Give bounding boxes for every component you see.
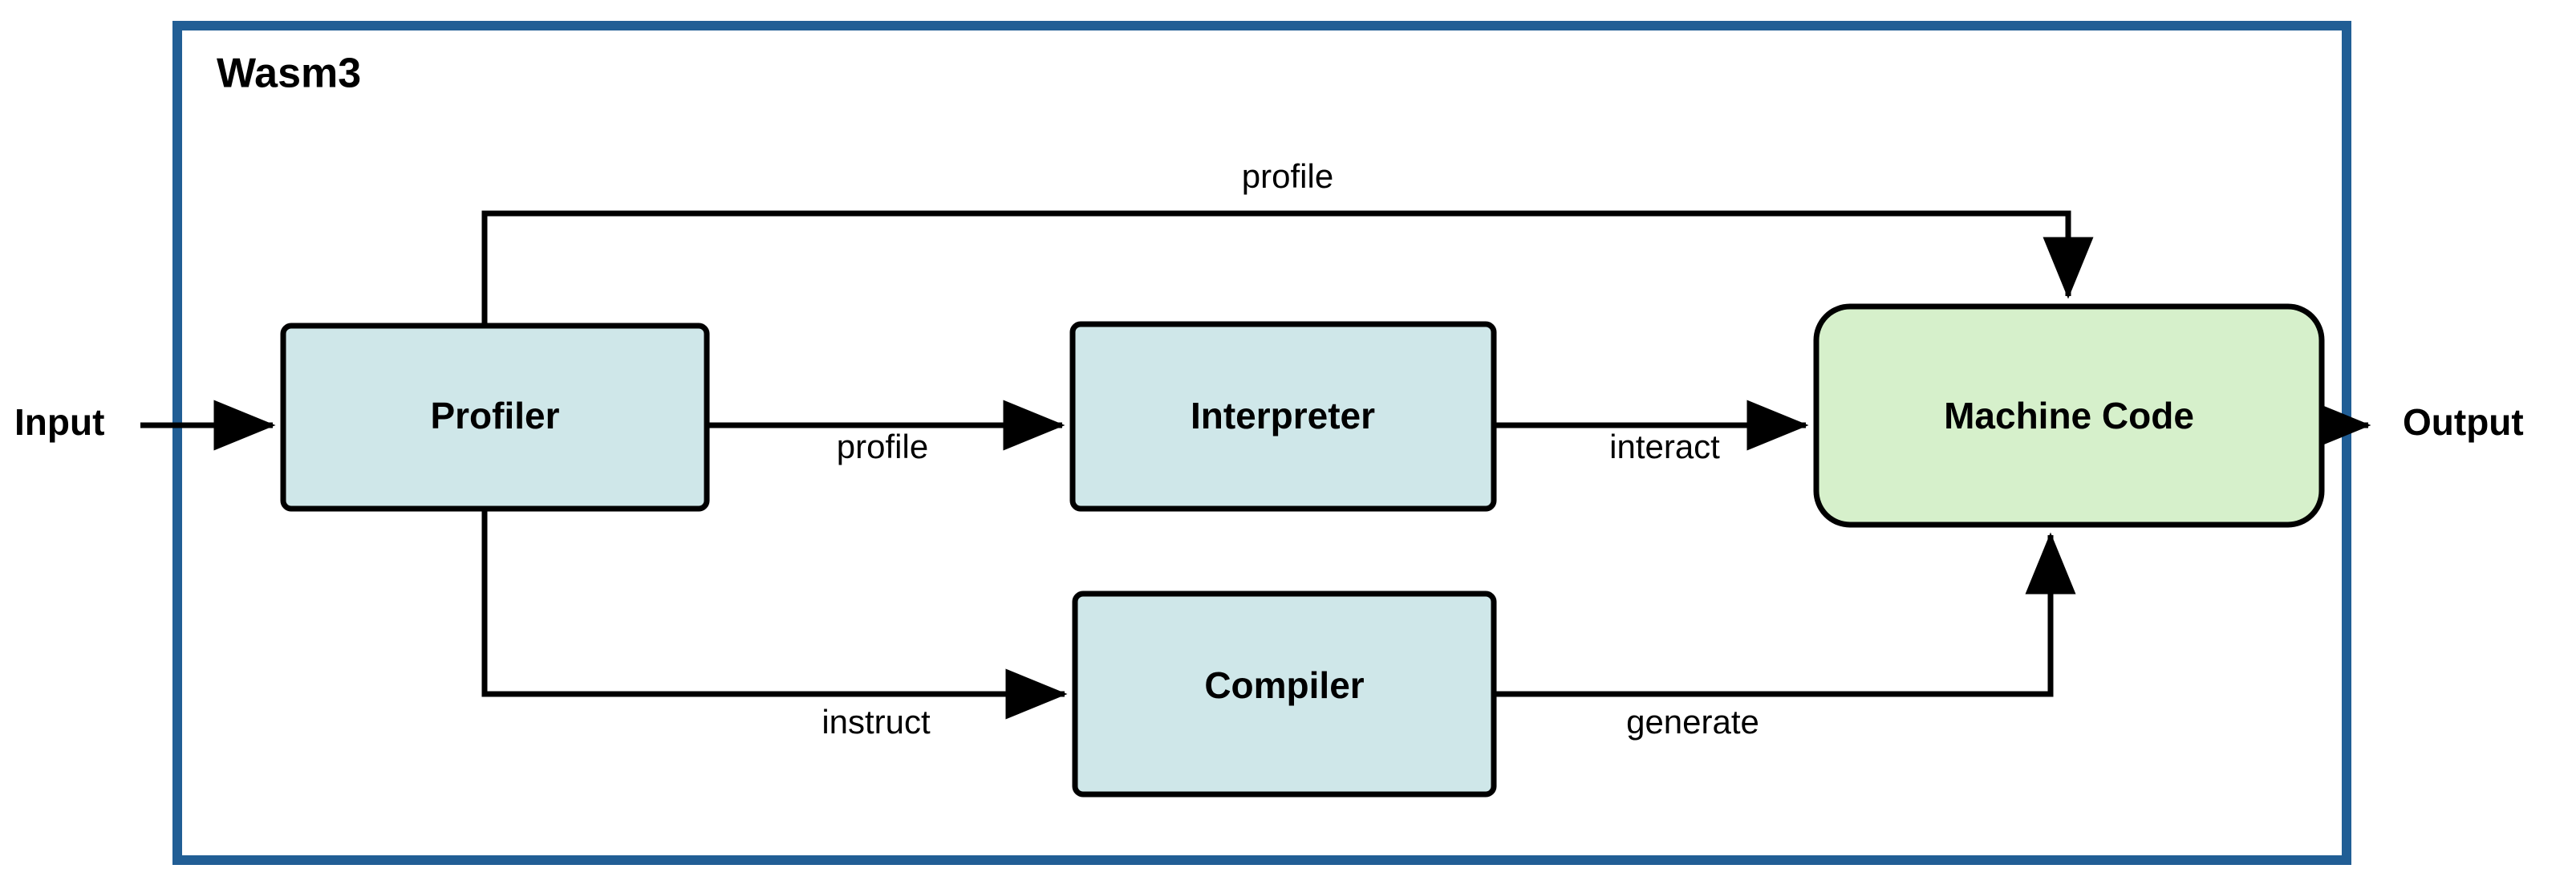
output-label: Output xyxy=(2403,401,2524,443)
node-machine-code-shape[interactable] xyxy=(1813,303,2325,528)
node-interpreter[interactable]: Interpreter xyxy=(1069,321,1497,512)
node-interpreter-shape[interactable] xyxy=(1069,321,1497,512)
node-profiler-label: Profiler xyxy=(430,395,559,436)
edge-compiler-to-machine-code xyxy=(1494,532,2076,697)
edge-label-generate: generate xyxy=(1626,703,1759,741)
node-compiler[interactable]: Compiler xyxy=(1072,591,1497,798)
node-profiler[interactable]: Profiler xyxy=(280,323,710,512)
group-title: Wasm3 xyxy=(217,51,361,97)
edge-label-interact: interact xyxy=(1609,428,1720,465)
edge-label-profile-interpreter: profile xyxy=(837,428,928,465)
node-compiler-label: Compiler xyxy=(1204,664,1364,706)
edge-profiler-to-machine-code-feedback xyxy=(481,210,2094,326)
node-compiler-shape[interactable] xyxy=(1072,591,1497,798)
edge-label-profile-feedback: profile xyxy=(1242,157,1333,195)
node-machine-code[interactable]: Machine Code xyxy=(1813,303,2325,528)
node-interpreter-label: Interpreter xyxy=(1191,395,1375,436)
edge-label-instruct: instruct xyxy=(821,703,931,741)
node-machine-code-label: Machine Code xyxy=(1944,395,2194,436)
input-label: Input xyxy=(14,401,104,443)
node-profiler-shape[interactable] xyxy=(280,323,710,512)
edge-profiler-to-compiler xyxy=(481,509,1068,720)
